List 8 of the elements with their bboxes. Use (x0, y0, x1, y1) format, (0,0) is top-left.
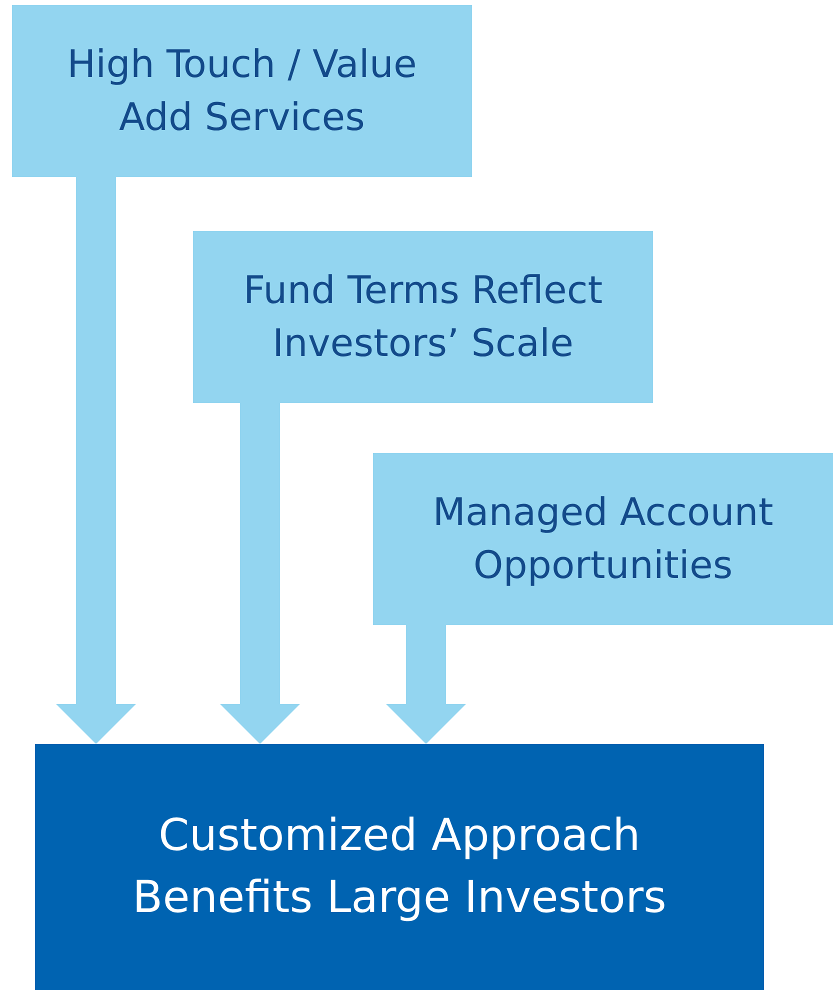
box-label: Fund Terms Reflect Investors’ Scale (242, 266, 604, 367)
text-box (35, 744, 764, 990)
text-box (373, 453, 833, 625)
text-box (12, 5, 472, 177)
text-box (193, 231, 653, 403)
box-label: Customized Approach Benefits Large Investors (132, 809, 668, 925)
box-label: Managed Account Opportunities (432, 488, 774, 589)
box-label: High Touch / Value Add Services (66, 40, 418, 141)
